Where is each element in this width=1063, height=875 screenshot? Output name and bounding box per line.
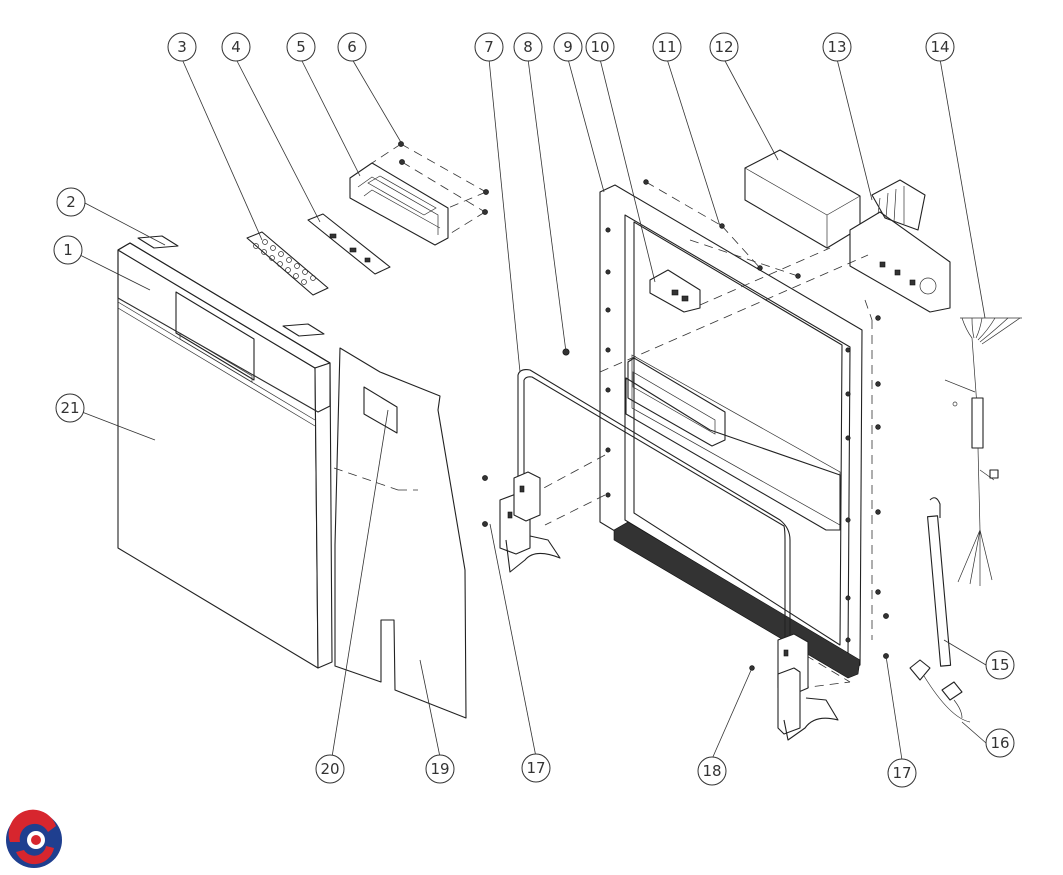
wiring-harness bbox=[944, 317, 1022, 586]
svg-text:12: 12 bbox=[714, 38, 733, 56]
callout-20: 20 bbox=[315, 754, 345, 784]
svg-text:8: 8 bbox=[523, 38, 533, 56]
callout-16: 16 bbox=[985, 728, 1015, 758]
svg-text:2: 2 bbox=[66, 193, 76, 211]
sensor-cable bbox=[909, 659, 971, 723]
callout-11: 11 bbox=[652, 32, 682, 62]
callout-1: 1 bbox=[53, 235, 83, 265]
callout-5: 5 bbox=[286, 32, 316, 62]
svg-text:13: 13 bbox=[827, 38, 846, 56]
svg-text:20: 20 bbox=[320, 760, 339, 778]
assembly-dash-lines bbox=[539, 181, 873, 691]
svg-text:19: 19 bbox=[430, 760, 449, 778]
bracket-screws bbox=[371, 141, 489, 236]
hinge-right bbox=[777, 633, 839, 741]
hinge-left bbox=[499, 471, 561, 573]
callout-12: 12 bbox=[709, 32, 739, 62]
callout-10: 10 bbox=[585, 32, 615, 62]
insulation-sheet bbox=[334, 347, 467, 719]
detergent-dispenser bbox=[849, 179, 951, 313]
svg-text:6: 6 bbox=[347, 38, 357, 56]
svg-text:4: 4 bbox=[231, 38, 241, 56]
svg-text:15: 15 bbox=[990, 656, 1009, 674]
svg-text:3: 3 bbox=[177, 38, 187, 56]
fascia-clips bbox=[137, 235, 325, 337]
svg-text:9: 9 bbox=[563, 38, 573, 56]
callout-7: 7 bbox=[474, 32, 504, 62]
callout-8: 8 bbox=[513, 32, 543, 62]
callout-18: 18 bbox=[697, 756, 727, 786]
callout-19: 19 bbox=[425, 754, 455, 784]
callout-3: 3 bbox=[167, 32, 197, 62]
callout-6: 6 bbox=[337, 32, 367, 62]
callout-4: 4 bbox=[221, 32, 251, 62]
gas-spring bbox=[927, 497, 952, 667]
callout-14: 14 bbox=[925, 32, 955, 62]
svg-text:17: 17 bbox=[892, 764, 911, 782]
callout-15: 15 bbox=[985, 650, 1015, 680]
svg-text:16: 16 bbox=[990, 734, 1009, 752]
svg-text:14: 14 bbox=[930, 38, 949, 56]
callout-17-left: 17 bbox=[521, 753, 551, 783]
insulation-dash-lines bbox=[333, 467, 418, 491]
dispenser-cover bbox=[744, 149, 861, 249]
pcb-bracket bbox=[349, 162, 449, 246]
small-screws bbox=[482, 179, 889, 671]
svg-text:11: 11 bbox=[657, 38, 676, 56]
outer-door-panel bbox=[117, 242, 333, 669]
inner-door-frame bbox=[599, 184, 863, 679]
svg-text:7: 7 bbox=[484, 38, 494, 56]
brand-swirl-logo-icon bbox=[6, 809, 62, 868]
svg-text:21: 21 bbox=[60, 399, 79, 417]
svg-text:18: 18 bbox=[702, 762, 721, 780]
button-membrane bbox=[246, 231, 329, 296]
callout-17-right: 17 bbox=[887, 758, 917, 788]
svg-text:10: 10 bbox=[590, 38, 609, 56]
svg-text:1: 1 bbox=[63, 241, 73, 259]
leader-lines bbox=[69, 58, 987, 761]
control-panel-fascia bbox=[117, 242, 331, 413]
door-lock bbox=[649, 269, 701, 313]
svg-text:17: 17 bbox=[526, 759, 545, 777]
control-pcb bbox=[307, 213, 391, 275]
svg-text:5: 5 bbox=[296, 38, 306, 56]
callout-2: 2 bbox=[56, 187, 86, 217]
callout-9: 9 bbox=[553, 32, 583, 62]
callout-21: 21 bbox=[55, 393, 85, 423]
callout-13: 13 bbox=[822, 32, 852, 62]
